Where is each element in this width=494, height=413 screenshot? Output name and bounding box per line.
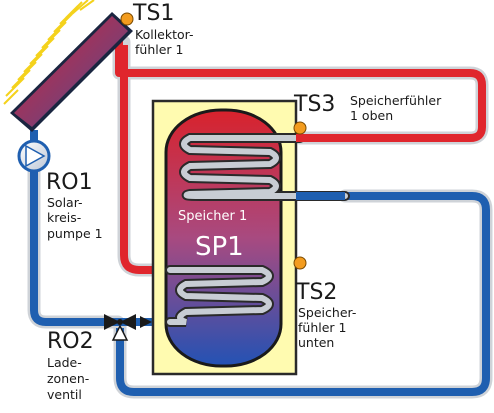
ts3-tag: TS3	[294, 92, 336, 117]
ts2-desc-3: unten	[298, 335, 335, 350]
ts1-desc-1: Kollektor-	[135, 27, 194, 42]
ts2-sensor-icon	[293, 256, 307, 270]
ts3-sensor-icon	[293, 121, 307, 135]
tank-label: Speicher 1	[178, 209, 248, 224]
cold-loop-pipe	[116, 192, 490, 396]
lower-coil	[165, 265, 274, 327]
solar-collector	[10, 12, 133, 132]
ro2-desc-3: ventil	[47, 387, 82, 402]
ro1-desc-3: pumpe 1	[47, 226, 103, 241]
ts1-tag: TS1	[133, 1, 175, 26]
ts3-desc-1: Speicherfühler	[350, 93, 442, 108]
ts2-tag: TS2	[296, 280, 338, 305]
pump-icon	[17, 139, 51, 173]
tank-id: SP1	[195, 232, 244, 262]
ro2-desc-1: Lade-	[47, 355, 82, 370]
sun-rays-icon	[3, 0, 95, 105]
ro1-tag: RO1	[46, 170, 93, 195]
hot-return-pipe	[120, 45, 170, 274]
cold-pipe-pump	[30, 130, 118, 326]
ro2-tag: RO2	[47, 329, 94, 354]
ts2-desc-1: Speicher-	[298, 305, 357, 320]
ro2-desc-2: zonen-	[47, 371, 90, 386]
valve-icon	[104, 314, 136, 341]
ro1-desc-1: Solar-	[47, 195, 83, 210]
ts2-desc-2: fühler 1	[298, 320, 347, 335]
ro1-desc-2: kreis-	[47, 210, 82, 225]
ts3-desc-2: 1 oben	[350, 108, 394, 123]
ts1-desc-2: fühler 1	[135, 42, 184, 57]
hot-flow-pipe	[115, 40, 486, 142]
flow-arrow-icon	[140, 316, 152, 328]
ts1-sensor-icon	[120, 12, 134, 26]
upper-coil	[179, 133, 350, 201]
